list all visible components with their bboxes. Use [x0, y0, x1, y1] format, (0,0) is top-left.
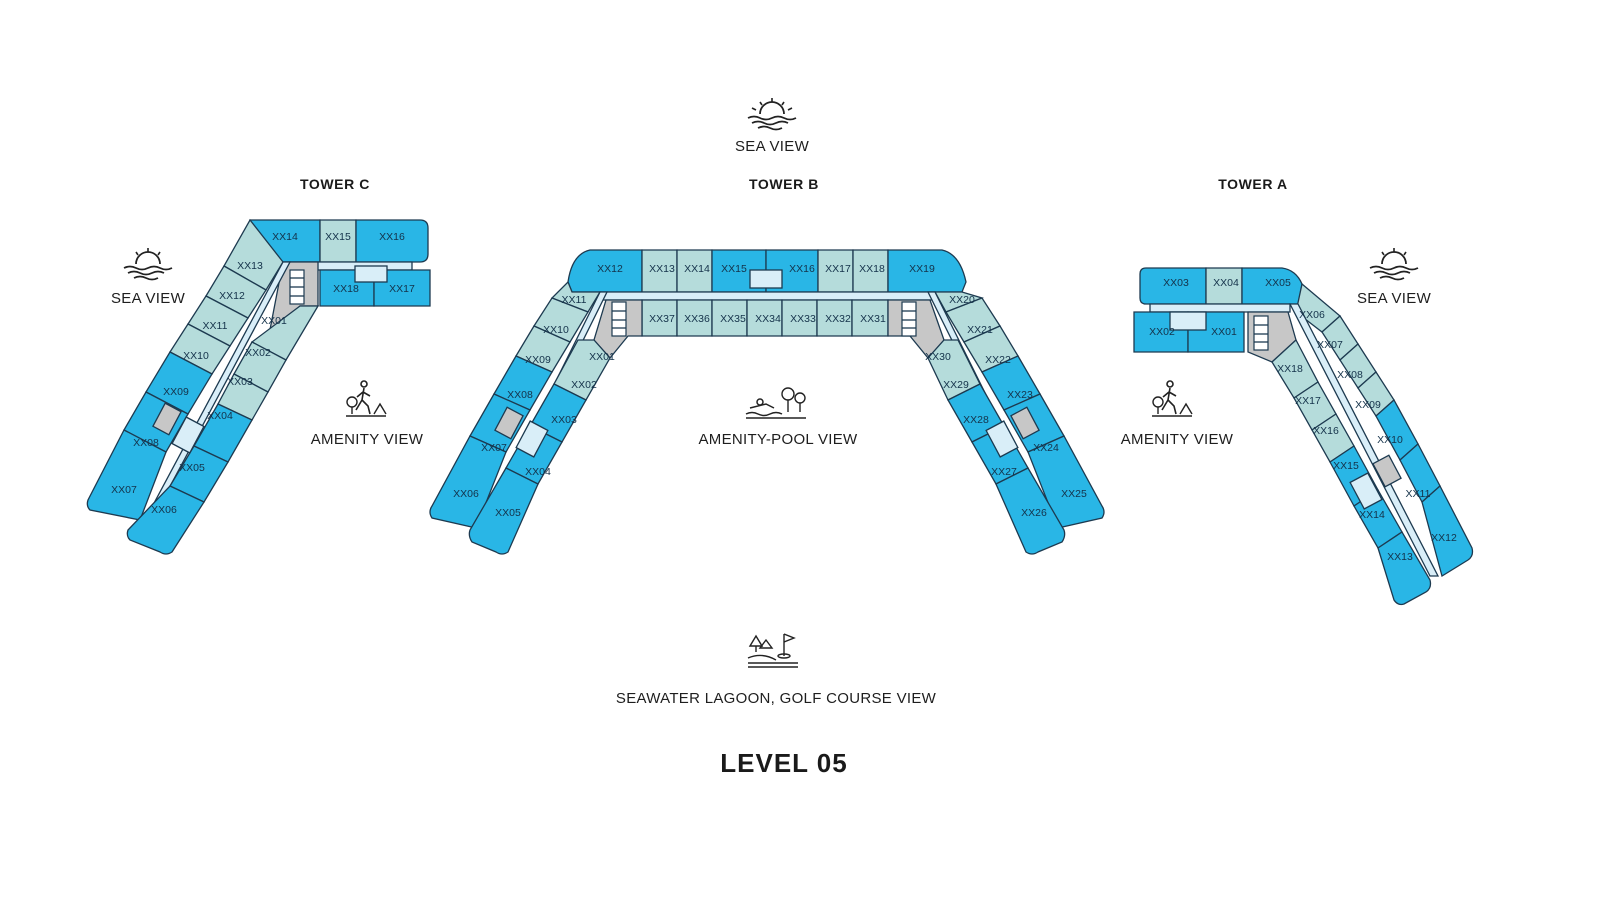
unit-label-tower-a-xx04[interactable]: XX04 — [1213, 277, 1239, 289]
unit-label-tower-b-xx24[interactable]: XX24 — [1033, 442, 1059, 454]
unit-label-tower-a-xx02[interactable]: XX02 — [1149, 326, 1175, 338]
unit-label-tower-b-xx22[interactable]: XX22 — [985, 354, 1011, 366]
golf-course-icon — [747, 633, 798, 668]
unit-label-tower-a-xx12[interactable]: XX12 — [1431, 532, 1457, 544]
unit-label-tower-b-xx27[interactable]: XX27 — [991, 466, 1017, 478]
amenity-pool-icon — [745, 387, 806, 419]
unit-label-tower-c-xx09[interactable]: XX09 — [163, 386, 189, 398]
unit-label-tower-b-xx16[interactable]: XX16 — [789, 263, 815, 275]
unit-label-tower-b-xx20[interactable]: XX20 — [949, 294, 975, 306]
unit-label-tower-a-xx01[interactable]: XX01 — [1211, 326, 1237, 338]
level-title: LEVEL 05 — [720, 748, 848, 778]
unit-label-tower-b-xx31[interactable]: XX31 — [860, 313, 886, 325]
unit-label-tower-b-xx01[interactable]: XX01 — [589, 351, 615, 363]
unit-label-tower-b-xx12[interactable]: XX12 — [597, 263, 623, 275]
tower-c-plan — [86, 218, 431, 555]
tower-c-label: TOWER C — [299, 176, 371, 192]
unit-label-tower-b-xx03[interactable]: XX03 — [551, 414, 577, 426]
unit-label-tower-c-xx02[interactable]: XX02 — [245, 347, 271, 359]
unit-label-tower-b-xx10[interactable]: XX10 — [543, 324, 569, 336]
unit-label-tower-b-xx15[interactable]: XX15 — [721, 263, 747, 275]
unit-label-tower-b-xx14[interactable]: XX14 — [684, 263, 710, 275]
amenity-pool-view-label: AMENITY-POOL VIEW — [698, 431, 858, 448]
unit-label-tower-a-xx15[interactable]: XX15 — [1333, 460, 1359, 472]
unit-label-tower-b-xx08[interactable]: XX08 — [507, 389, 533, 401]
sea-view-left-label: SEA VIEW — [110, 290, 186, 307]
unit-label-tower-c-xx04[interactable]: XX04 — [207, 410, 233, 422]
unit-label-tower-c-xx11[interactable]: XX11 — [203, 320, 228, 332]
sea-view-right-icon — [1369, 248, 1419, 281]
unit-c-xx16[interactable] — [355, 219, 429, 263]
unit-label-tower-a-xx17[interactable]: XX17 — [1295, 395, 1321, 407]
unit-label-tower-b-xx30[interactable]: XX30 — [925, 351, 951, 363]
unit-label-tower-b-xx17[interactable]: XX17 — [825, 263, 851, 275]
amenity-view-right-label: AMENITY VIEW — [1120, 431, 1234, 448]
unit-label-tower-c-xx14[interactable]: XX14 — [272, 231, 298, 243]
unit-label-tower-c-xx13[interactable]: XX13 — [237, 260, 263, 272]
unit-label-tower-a-xx09[interactable]: XX09 — [1355, 399, 1381, 411]
unit-c-xx17[interactable] — [373, 269, 431, 307]
unit-label-tower-a-xx08[interactable]: XX08 — [1337, 369, 1363, 381]
unit-label-tower-c-xx12[interactable]: XX12 — [219, 290, 245, 302]
amenity-right-icon — [1152, 380, 1193, 417]
unit-label-tower-c-xx01[interactable]: XX01 — [261, 315, 287, 327]
unit-label-tower-b-xx06[interactable]: XX06 — [453, 488, 479, 500]
sea-view-top-label: SEA VIEW — [734, 138, 810, 155]
unit-label-tower-b-xx19[interactable]: XX19 — [909, 263, 935, 275]
tower-b-plan — [429, 249, 1105, 555]
unit-label-tower-a-xx11[interactable]: XX11 — [1406, 488, 1431, 500]
tower-b-label: TOWER B — [748, 176, 820, 192]
unit-label-tower-b-xx37[interactable]: XX37 — [649, 313, 675, 325]
unit-label-tower-b-xx34[interactable]: XX34 — [755, 313, 781, 325]
unit-label-tower-b-xx09[interactable]: XX09 — [525, 354, 551, 366]
unit-label-tower-c-xx15[interactable]: XX15 — [325, 231, 351, 243]
amenity-left-icon — [346, 380, 387, 417]
unit-label-tower-a-xx10[interactable]: XX10 — [1377, 434, 1403, 446]
lagoon-golf-view-label: SEAWATER LAGOON, GOLF COURSE VIEW — [615, 690, 937, 707]
unit-label-tower-c-xx16[interactable]: XX16 — [379, 231, 405, 243]
unit-label-tower-b-xx36[interactable]: XX36 — [684, 313, 710, 325]
unit-label-tower-b-xx13[interactable]: XX13 — [649, 263, 675, 275]
unit-label-tower-a-xx05[interactable]: XX05 — [1265, 277, 1291, 289]
unit-label-tower-a-xx13[interactable]: XX13 — [1387, 551, 1413, 563]
unit-label-tower-c-xx18[interactable]: XX18 — [333, 283, 359, 295]
unit-label-tower-b-xx26[interactable]: XX26 — [1021, 507, 1047, 519]
unit-label-tower-c-xx05[interactable]: XX05 — [179, 462, 205, 474]
unit-label-tower-b-xx11[interactable]: XX11 — [562, 294, 587, 306]
amenity-view-left-label: AMENITY VIEW — [310, 431, 424, 448]
unit-label-tower-c-xx17[interactable]: XX17 — [389, 283, 415, 295]
tower-a-label: TOWER A — [1218, 176, 1288, 192]
unit-label-tower-c-xx08[interactable]: XX08 — [133, 437, 159, 449]
unit-label-tower-a-xx16[interactable]: XX16 — [1313, 425, 1339, 437]
unit-label-tower-b-xx33[interactable]: XX33 — [790, 313, 816, 325]
unit-label-tower-a-xx06[interactable]: XX06 — [1299, 309, 1325, 321]
unit-label-tower-b-xx29[interactable]: XX29 — [943, 379, 969, 391]
unit-label-tower-b-xx35[interactable]: XX35 — [720, 313, 746, 325]
sea-view-left-icon — [123, 248, 173, 281]
unit-label-tower-b-xx04[interactable]: XX04 — [525, 466, 551, 478]
unit-label-tower-b-xx05[interactable]: XX05 — [495, 507, 521, 519]
unit-label-tower-a-xx14[interactable]: XX14 — [1359, 509, 1385, 521]
unit-label-tower-c-xx07[interactable]: XX07 — [111, 484, 137, 496]
unit-label-tower-b-xx02[interactable]: XX02 — [571, 379, 597, 391]
sea-view-right-label: SEA VIEW — [1356, 290, 1432, 307]
unit-label-tower-b-xx23[interactable]: XX23 — [1007, 389, 1033, 401]
unit-label-tower-b-xx28[interactable]: XX28 — [963, 414, 989, 426]
sea-view-top-icon — [747, 98, 797, 131]
unit-label-tower-c-xx06[interactable]: XX06 — [151, 504, 177, 516]
unit-label-tower-b-xx07[interactable]: XX07 — [481, 442, 507, 454]
unit-label-tower-b-xx18[interactable]: XX18 — [859, 263, 885, 275]
unit-label-tower-a-xx07[interactable]: XX07 — [1317, 339, 1343, 351]
unit-label-tower-a-xx18[interactable]: XX18 — [1277, 363, 1303, 375]
unit-label-tower-a-xx03[interactable]: XX03 — [1163, 277, 1189, 289]
tower-a-plan — [1133, 267, 1474, 606]
unit-label-tower-b-xx25[interactable]: XX25 — [1061, 488, 1087, 500]
unit-label-tower-b-xx21[interactable]: XX21 — [967, 324, 993, 336]
unit-label-tower-c-xx03[interactable]: XX03 — [227, 376, 253, 388]
unit-label-tower-c-xx10[interactable]: XX10 — [183, 350, 209, 362]
unit-label-tower-b-xx32[interactable]: XX32 — [825, 313, 851, 325]
